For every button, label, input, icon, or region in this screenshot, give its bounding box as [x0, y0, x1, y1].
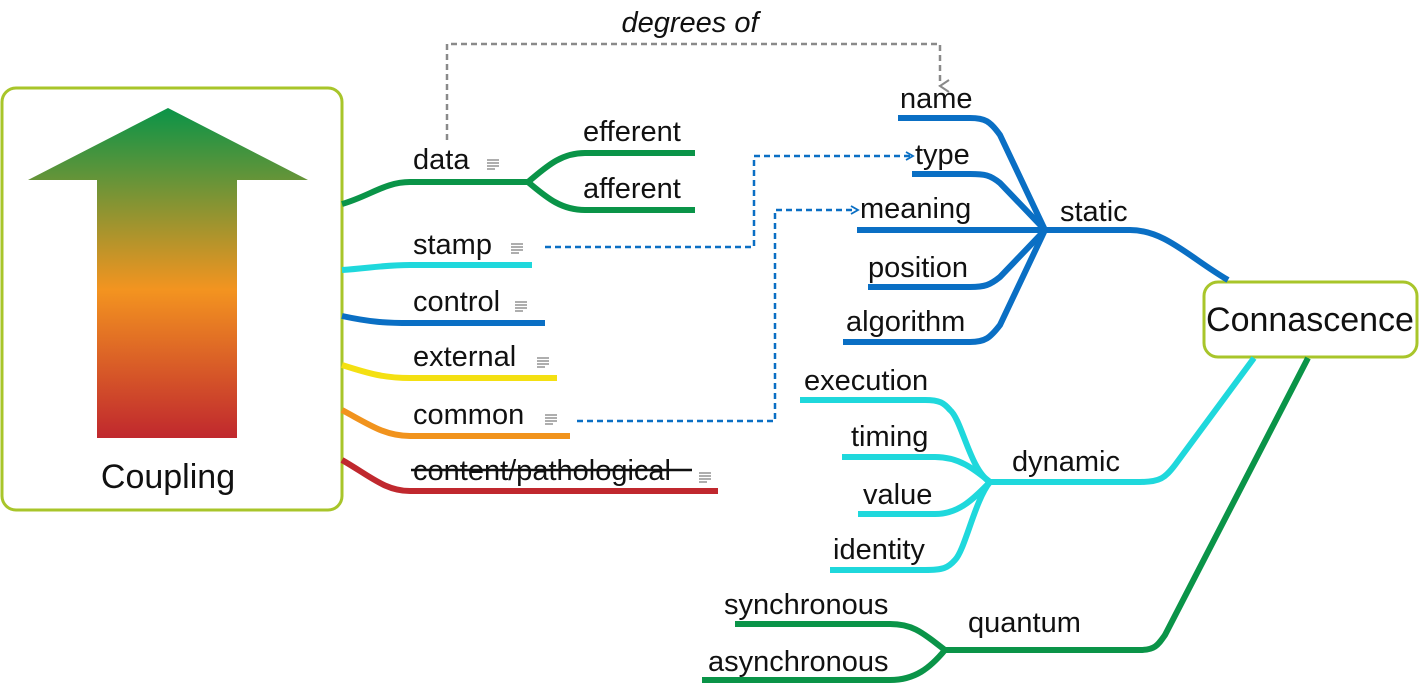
- degrees-of-label: degrees of: [621, 7, 761, 39]
- branch-synchronous: [735, 621, 947, 653]
- coupling-title: Coupling: [101, 458, 235, 496]
- label-timing: timing: [851, 421, 928, 453]
- label-type: type: [915, 139, 970, 171]
- branch-type: [912, 171, 1048, 233]
- note-icon: [487, 159, 499, 170]
- note-icon: [511, 243, 523, 254]
- label-data: data: [413, 144, 470, 176]
- label-afferent: afferent: [583, 173, 681, 205]
- label-quantum: quantum: [968, 607, 1081, 639]
- branch-dynamic: [990, 356, 1257, 485]
- note-icon: [699, 472, 711, 483]
- label-external: external: [413, 341, 516, 373]
- branch-data: [341, 179, 528, 207]
- label-meaning: meaning: [860, 193, 971, 225]
- branch-content: [340, 457, 718, 494]
- branch-name: [898, 115, 1048, 232]
- branch-control: [341, 313, 545, 326]
- label-common: common: [413, 399, 524, 431]
- label-asynchronous: asynchronous: [708, 646, 889, 678]
- label-dynamic: dynamic: [1012, 446, 1120, 478]
- label-value: value: [863, 479, 932, 511]
- common-meaning-link: [577, 205, 860, 423]
- note-icon: [515, 301, 527, 312]
- label-static: static: [1060, 196, 1128, 228]
- note-icon: [537, 357, 549, 368]
- label-control: control: [413, 286, 500, 318]
- label-execution: execution: [804, 365, 928, 397]
- label-efferent: efferent: [583, 116, 681, 148]
- branch-asynchronous: [702, 648, 948, 683]
- branch-algorithm: [843, 228, 1048, 345]
- degrees-of-link: [445, 42, 950, 140]
- branch-quantum: [945, 356, 1311, 653]
- note-icon: [545, 414, 557, 425]
- branch-external: [341, 362, 557, 381]
- label-stamp: stamp: [413, 229, 492, 261]
- branch-common: [340, 407, 570, 439]
- label-position: position: [868, 252, 968, 284]
- label-name: name: [900, 83, 973, 115]
- stamp-type-link: [545, 151, 915, 249]
- branch-afferent: [526, 179, 695, 213]
- branch-position: [868, 227, 1048, 290]
- branch-static: [1045, 227, 1230, 283]
- coupling-arrow: [28, 108, 308, 438]
- branch-timing: [842, 454, 992, 485]
- label-identity: identity: [833, 534, 925, 566]
- branch-stamp: [341, 262, 532, 273]
- label-synchronous: synchronous: [724, 589, 888, 621]
- connascence-frame: [1202, 280, 1419, 359]
- branch-execution: [800, 397, 992, 485]
- branch-identity: [830, 480, 993, 573]
- connascence-title: Connascence: [1206, 301, 1414, 339]
- label-algorithm: algorithm: [846, 306, 965, 338]
- branch-efferent: [526, 150, 695, 185]
